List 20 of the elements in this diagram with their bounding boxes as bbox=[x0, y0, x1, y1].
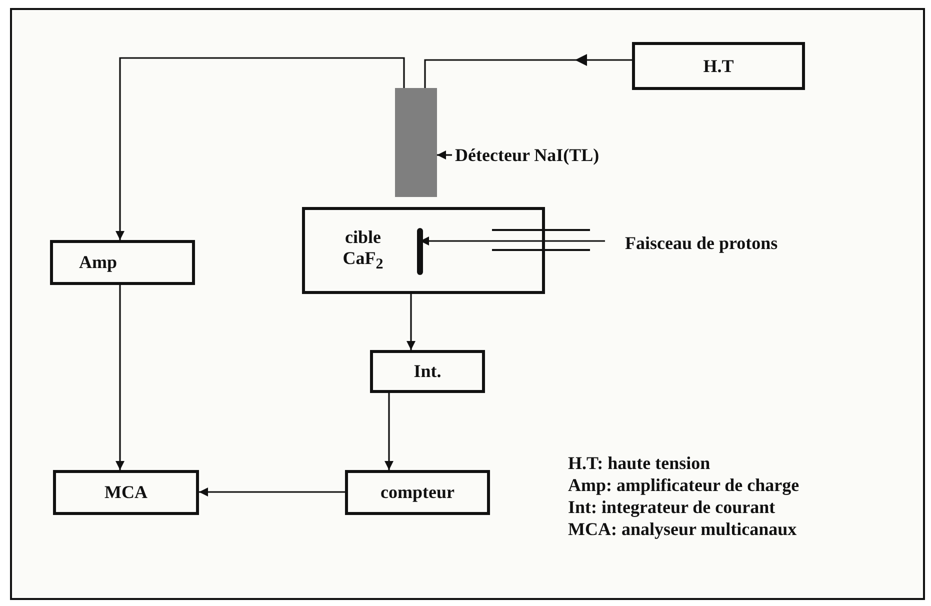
detector-block bbox=[395, 88, 437, 197]
process-box bbox=[370, 350, 485, 393]
process-box bbox=[50, 240, 195, 285]
box-label: MCA bbox=[104, 482, 148, 503]
annotation-text: Détecteur NaI(TL) bbox=[455, 143, 627, 167]
legend-note: MCA: analyseur multicanaux bbox=[568, 518, 798, 540]
annotation-text: Faisceau de protons bbox=[625, 231, 860, 255]
legend-note: Int: integrateur de courant bbox=[568, 496, 776, 518]
box-label: cible CaF$_{2}$ bbox=[342, 227, 384, 274]
legend-note: H.T: haute tension bbox=[568, 452, 712, 474]
box-label: Int. bbox=[414, 361, 442, 382]
box-label: compteur bbox=[380, 482, 454, 503]
process-box bbox=[632, 42, 805, 90]
box-label: Amp bbox=[79, 252, 118, 273]
target-bar bbox=[417, 228, 423, 275]
box-label: H.T bbox=[703, 56, 734, 76]
legend-note: Amp: amplificateur de charge bbox=[568, 474, 800, 496]
process-box bbox=[53, 470, 199, 515]
process-box bbox=[302, 207, 545, 294]
process-box bbox=[345, 470, 490, 515]
